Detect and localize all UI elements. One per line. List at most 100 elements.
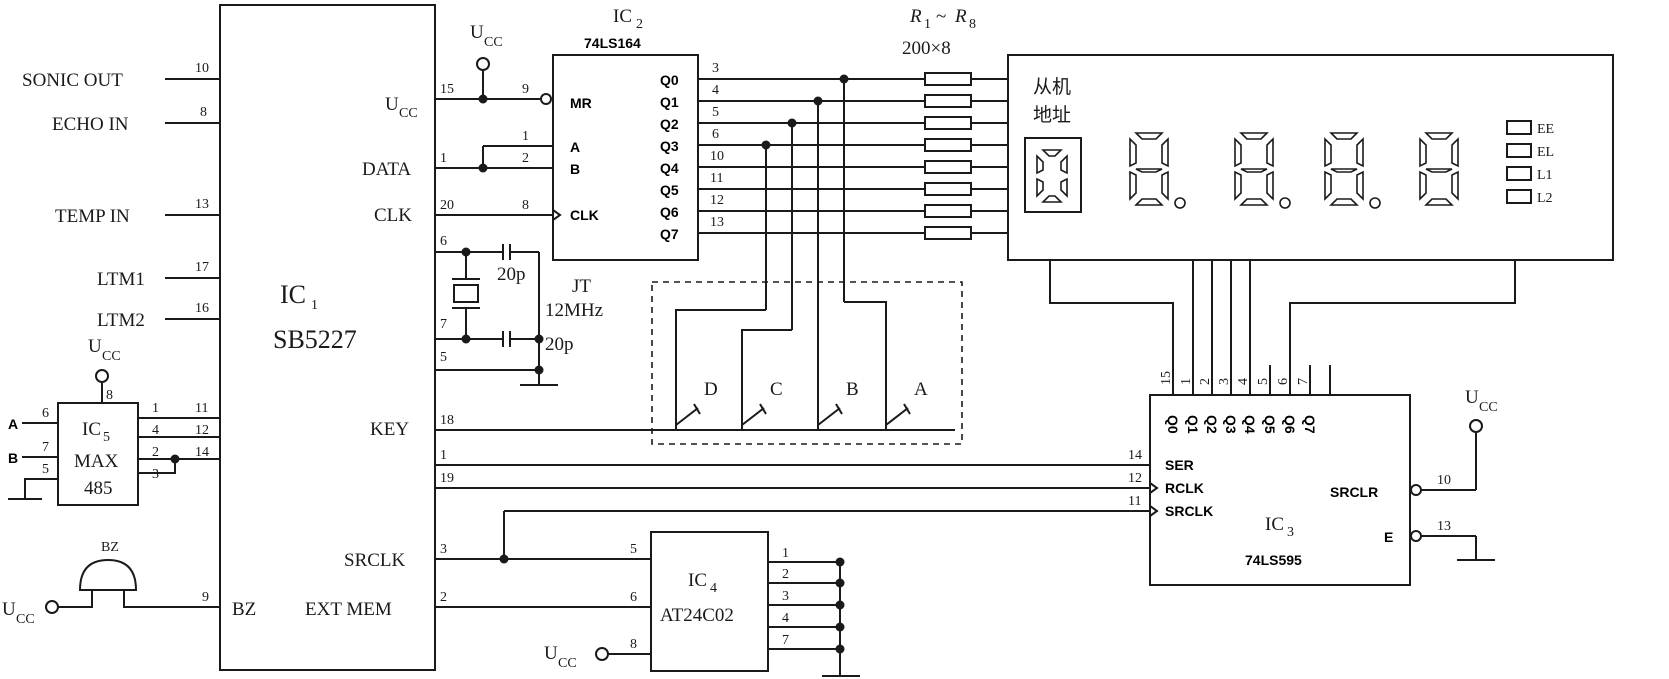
digit-segment bbox=[1135, 168, 1163, 173]
digit-segment bbox=[1129, 137, 1137, 168]
digit-segment bbox=[1329, 198, 1359, 206]
ucc-terminal-bz bbox=[45, 600, 59, 614]
resistor-r1-sub: 1 bbox=[924, 17, 931, 32]
ic2-body bbox=[552, 54, 699, 261]
ic1-pin-num-15: 15 bbox=[440, 82, 454, 97]
crystal-name: JT bbox=[572, 276, 591, 297]
ic5-name: IC bbox=[82, 419, 101, 440]
ic5-pin-num-6: 6 bbox=[42, 406, 49, 421]
ic4-pin-num-5: 5 bbox=[630, 542, 637, 557]
ic2-q6: Q6 bbox=[660, 204, 679, 220]
ucc-terminal-ic5 bbox=[95, 369, 109, 383]
ic1-name: IC bbox=[280, 280, 306, 309]
indicator-box bbox=[1506, 143, 1532, 158]
indicator-el: EL bbox=[1537, 145, 1554, 160]
ic2-out-num-4: 4 bbox=[712, 83, 719, 98]
resistor-tilde: ~ bbox=[936, 6, 946, 27]
ic4-body bbox=[650, 531, 769, 672]
ic3-out-q1: Q1 bbox=[1185, 415, 1201, 434]
digit-segment bbox=[1060, 154, 1068, 175]
digit-segment bbox=[1036, 177, 1044, 198]
cap1-label: 20p bbox=[497, 264, 526, 285]
pin-label-ltm1: LTM1 bbox=[97, 269, 145, 290]
indicator-box bbox=[1506, 120, 1532, 135]
digit-segment bbox=[1234, 137, 1242, 168]
key-switch-lever bbox=[817, 407, 841, 426]
ic4-sub: 4 bbox=[710, 581, 717, 596]
ic5-part2: 485 bbox=[84, 478, 113, 499]
ic3-ser: SER bbox=[1165, 457, 1194, 473]
cap2-label: 20p bbox=[545, 334, 574, 355]
digit-segment bbox=[1161, 170, 1169, 201]
ic3-out-num: 3 bbox=[1217, 378, 1232, 385]
ic3-out-num: 7 bbox=[1296, 378, 1311, 385]
ic1-body bbox=[219, 4, 436, 671]
srclr-bubble bbox=[1410, 484, 1422, 496]
ic4-pin-num: 4 bbox=[782, 611, 789, 626]
ucc-label-ic4-sub: CC bbox=[558, 656, 577, 671]
digit-segment bbox=[1129, 170, 1137, 201]
ucc-label-ic4: U bbox=[544, 643, 558, 664]
ic3-pin-num-14: 14 bbox=[1128, 448, 1142, 463]
ic2-q1: Q1 bbox=[660, 94, 679, 110]
ic2-pin-mr: MR bbox=[570, 95, 592, 111]
digit-segment bbox=[1266, 170, 1274, 201]
ic2-out-num-10: 10 bbox=[710, 149, 724, 164]
ic2-pin-clk: CLK bbox=[570, 207, 599, 223]
indicator-ee: EE bbox=[1537, 122, 1554, 137]
ucc-label-ic3-sub: CC bbox=[1479, 400, 1498, 415]
digit-segment bbox=[1451, 170, 1459, 201]
ic4-pin-num-6: 6 bbox=[630, 590, 637, 605]
ucc-label-ic2-sub: CC bbox=[484, 35, 503, 50]
ic4-pin-num: 7 bbox=[782, 633, 789, 648]
key-switch-lever bbox=[741, 407, 765, 426]
ic1-sb5227: IC 1 SB5227 SONIC OUT 10 ECHO IN 8 TEMP … bbox=[22, 4, 436, 671]
ucc-label-ic2: U bbox=[470, 22, 484, 43]
ucc-label-ic5: U bbox=[88, 336, 102, 357]
ic1-pin-num-19: 19 bbox=[440, 471, 454, 486]
ic1-pin-num-1: 1 bbox=[440, 151, 447, 166]
ic2-out-num-11: 11 bbox=[710, 171, 723, 186]
ic3-srclk: SRCLK bbox=[1165, 503, 1213, 519]
ucc-label-bz: U bbox=[2, 599, 16, 620]
ic3-sub: 3 bbox=[1287, 525, 1294, 540]
digit-segment bbox=[1134, 132, 1164, 140]
ic2-out-num-12: 12 bbox=[710, 193, 724, 208]
ic3-out-q5: Q5 bbox=[1262, 415, 1278, 434]
slave-label-1: 从机 bbox=[1033, 76, 1071, 98]
ic5-pin-num-3: 3 bbox=[152, 467, 159, 482]
ic1-pin-data: DATA bbox=[362, 159, 411, 180]
key-label-D: D bbox=[704, 379, 718, 400]
key-label-C: C bbox=[770, 379, 783, 400]
ic2-sub: 2 bbox=[636, 17, 643, 32]
crystal-oscillator: 6 7 5 20p 20p JT 12MHz bbox=[435, 234, 603, 386]
resistor-r1: R bbox=[909, 6, 922, 27]
buzzer: BZ U CC 9 bbox=[2, 540, 220, 627]
key-switch-lever bbox=[885, 407, 909, 426]
digit-segment bbox=[1239, 198, 1269, 206]
ucc-label-bz-sub: CC bbox=[16, 612, 35, 627]
ic3-pin-num-12: 12 bbox=[1128, 471, 1142, 486]
ic2-q2: Q2 bbox=[660, 116, 679, 132]
ic1-pin-srclk: SRCLK bbox=[344, 550, 406, 571]
ucc-terminal-ic2 bbox=[476, 57, 490, 71]
ic2-q0: Q0 bbox=[660, 72, 679, 88]
ic3-name: IC bbox=[1265, 514, 1284, 535]
digit-segment bbox=[1036, 154, 1044, 175]
key-switch-lever bbox=[675, 407, 699, 426]
key-label-A: A bbox=[914, 379, 928, 400]
ic5-pin-num-2: 2 bbox=[152, 445, 159, 460]
decimal-point bbox=[1174, 197, 1186, 209]
ic3-pin-num-10: 10 bbox=[1437, 473, 1451, 488]
ic1-pin-num-2: 2 bbox=[440, 590, 447, 605]
ic4-pin-num-8: 8 bbox=[630, 637, 637, 652]
ic1-ic2-wiring: U CC 15 9 1 1 2 20 8 bbox=[435, 22, 562, 221]
ic2-q7: Q7 bbox=[660, 226, 679, 242]
ic3-out-q3: Q3 bbox=[1223, 415, 1239, 434]
ic1-pin-num-1b: 1 bbox=[440, 448, 447, 463]
mr-inverter-bubble bbox=[540, 93, 552, 105]
decimal-point bbox=[1369, 197, 1381, 209]
resistor-r8: R bbox=[954, 6, 967, 27]
indicator-l1: L1 bbox=[1537, 168, 1553, 183]
